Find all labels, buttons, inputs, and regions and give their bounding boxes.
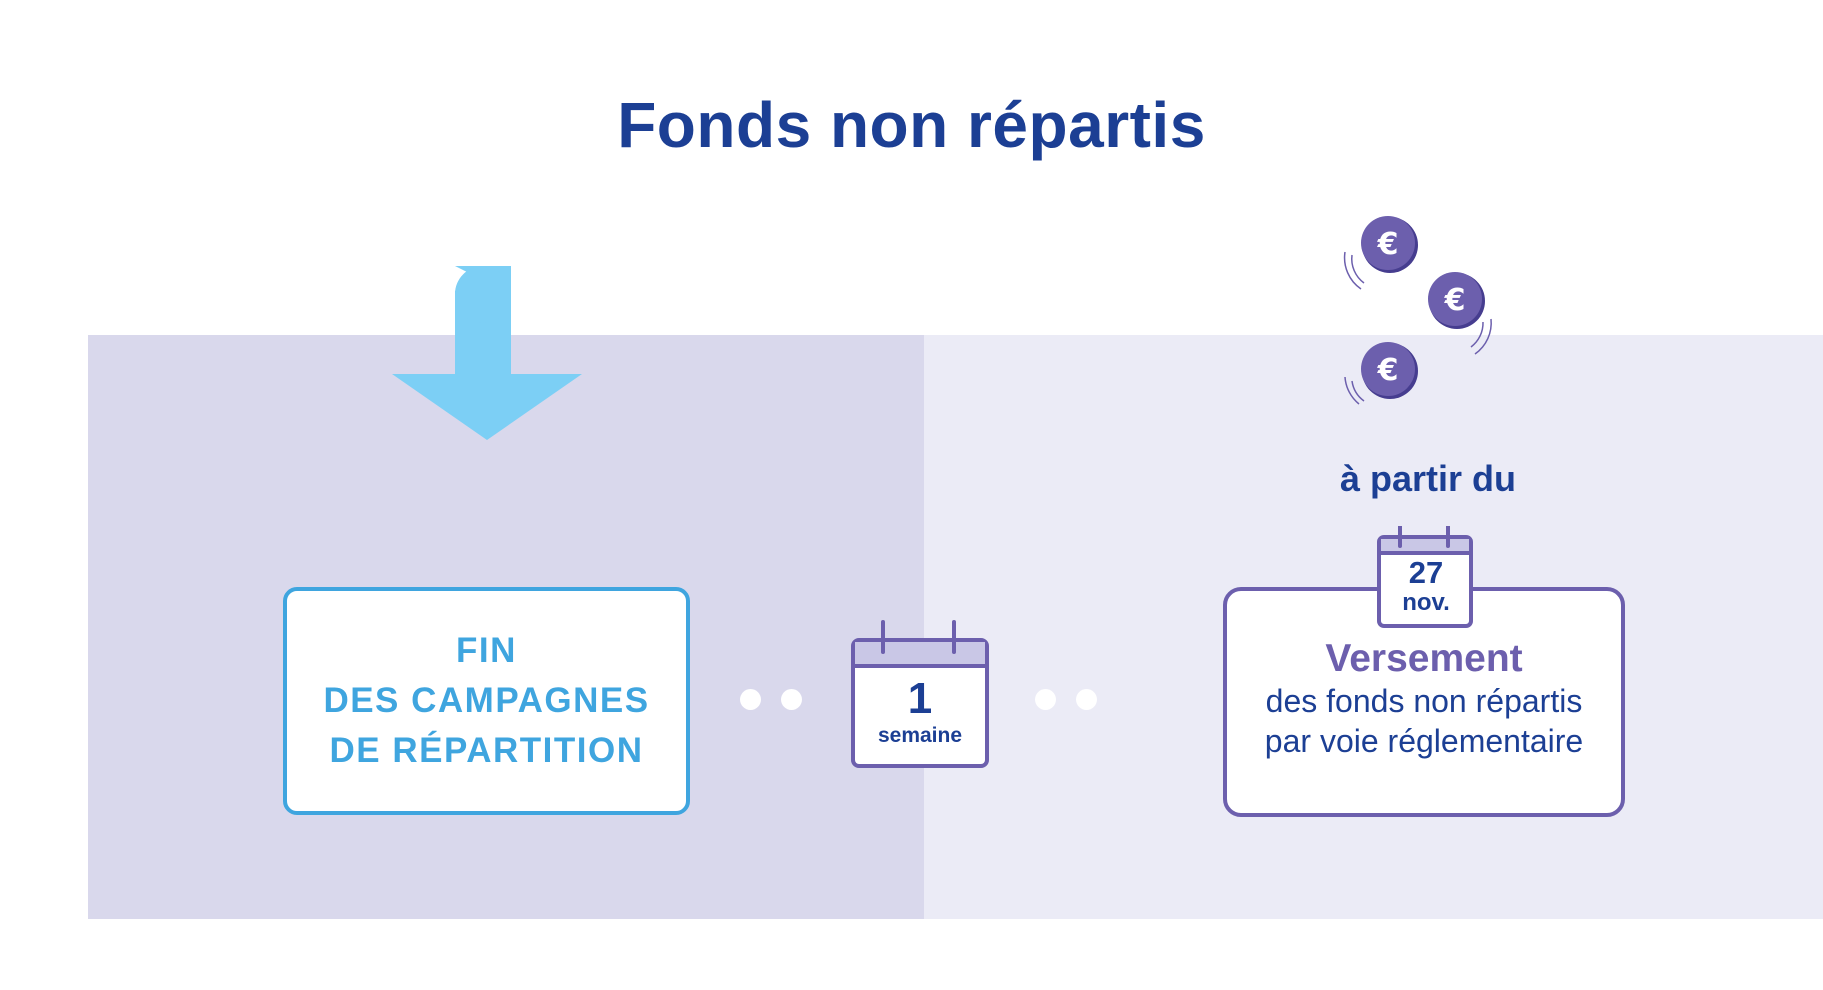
date-month: nov. bbox=[1402, 589, 1450, 616]
week-count: 1 bbox=[907, 674, 933, 723]
down-arrow-icon bbox=[392, 266, 582, 440]
page-title: Fonds non répartis bbox=[617, 89, 1206, 161]
timeline-dot bbox=[781, 689, 802, 710]
payment-line-2: par voie réglementaire bbox=[1264, 723, 1584, 759]
start-date-label: à partir du bbox=[1339, 458, 1517, 499]
week-unit: semaine bbox=[877, 724, 963, 747]
euro-coins-icon: € € € bbox=[1343, 216, 1492, 405]
end-line-3: DE RÉPARTITION bbox=[329, 731, 644, 770]
date-day: 27 bbox=[1408, 555, 1444, 590]
timeline-dot bbox=[1076, 689, 1097, 710]
calendar-icon bbox=[1377, 526, 1473, 628]
svg-text:€: € bbox=[1377, 353, 1399, 388]
payment-line-1: des fonds non répartis bbox=[1265, 683, 1583, 719]
date-calendar: 27 nov. bbox=[1373, 526, 1479, 630]
end-line-1: FIN bbox=[456, 631, 517, 670]
end-of-campaigns-box: FIN DES CAMPAGNES DE RÉPARTITION bbox=[283, 587, 690, 815]
svg-text:€: € bbox=[1444, 283, 1466, 318]
timeline-dot bbox=[1035, 689, 1056, 710]
timeline-dot bbox=[740, 689, 761, 710]
calendar-icon bbox=[851, 620, 989, 768]
svg-text:€: € bbox=[1377, 227, 1399, 262]
one-week-calendar: 1 semaine bbox=[849, 618, 991, 770]
payment-title: Versement bbox=[1325, 637, 1523, 680]
end-line-2: DES CAMPAGNES bbox=[323, 681, 650, 720]
